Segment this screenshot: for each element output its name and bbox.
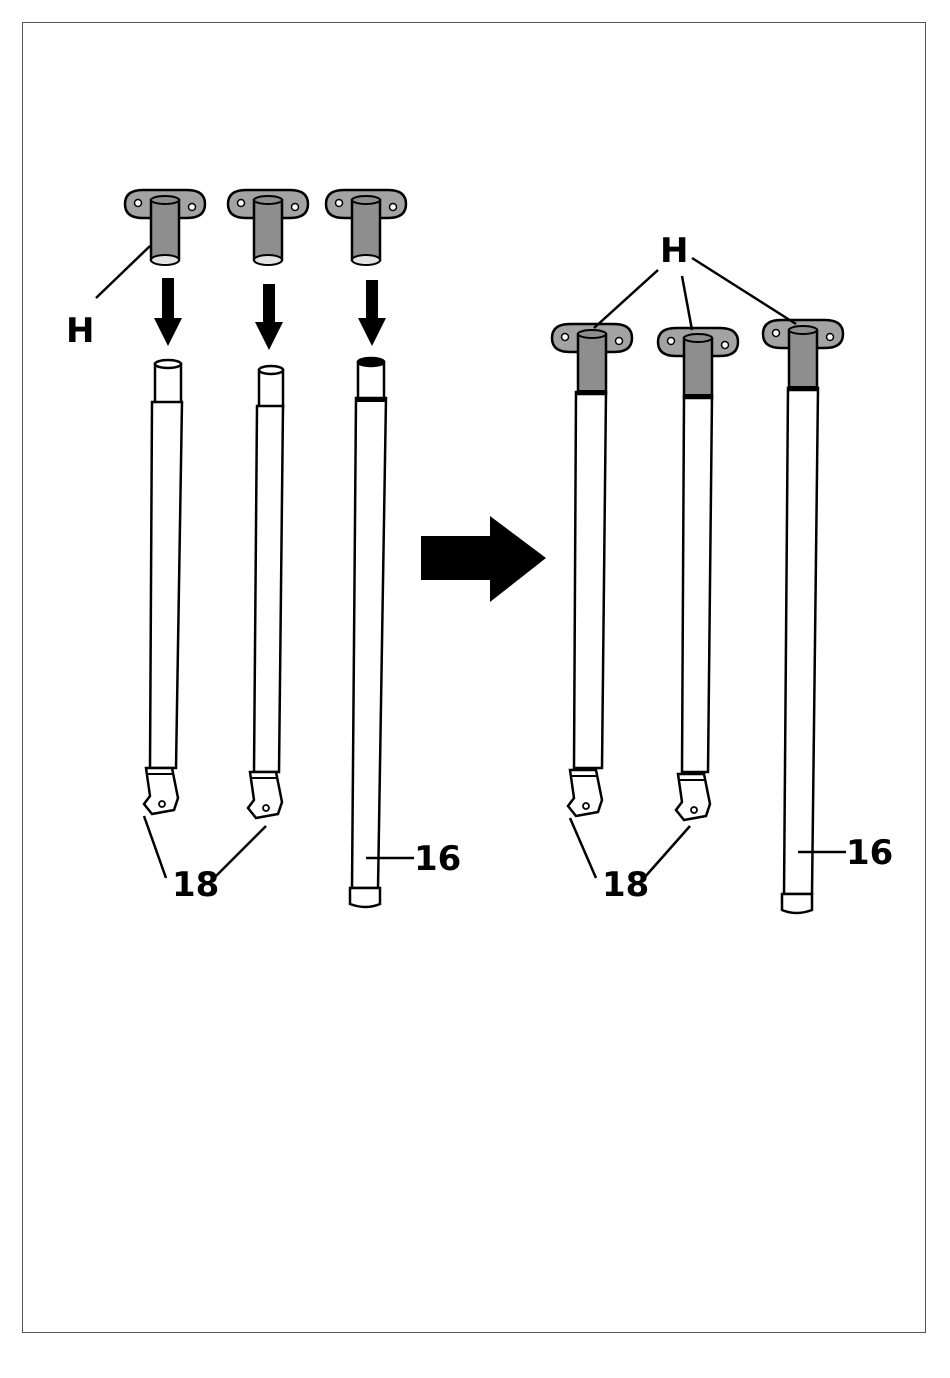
tube-18-left-2	[248, 366, 283, 818]
bracket-h-2	[228, 190, 308, 265]
right-arrow-icon	[421, 516, 546, 602]
bracket-h-installed-3	[763, 320, 843, 390]
tube-16-left	[350, 358, 386, 907]
label-16-right: 16	[846, 833, 893, 873]
label-18-left: 18	[172, 865, 219, 905]
tube-18-right-1	[568, 392, 606, 816]
tube-18-right-2	[676, 396, 712, 820]
bracket-h-1	[125, 190, 205, 265]
bracket-h-3	[326, 190, 406, 265]
bracket-h-installed-1	[552, 324, 632, 394]
label-h-left: H	[66, 311, 94, 351]
bracket-h-installed-2	[658, 328, 738, 398]
label-18-right: 18	[602, 865, 649, 905]
tube-16-right	[782, 388, 818, 913]
label-h-right: H	[660, 231, 688, 271]
loose-brackets	[125, 190, 406, 265]
label-16-left: 16	[414, 839, 461, 879]
tube-18-left-1	[144, 360, 182, 814]
down-arrow-icon	[154, 278, 386, 350]
